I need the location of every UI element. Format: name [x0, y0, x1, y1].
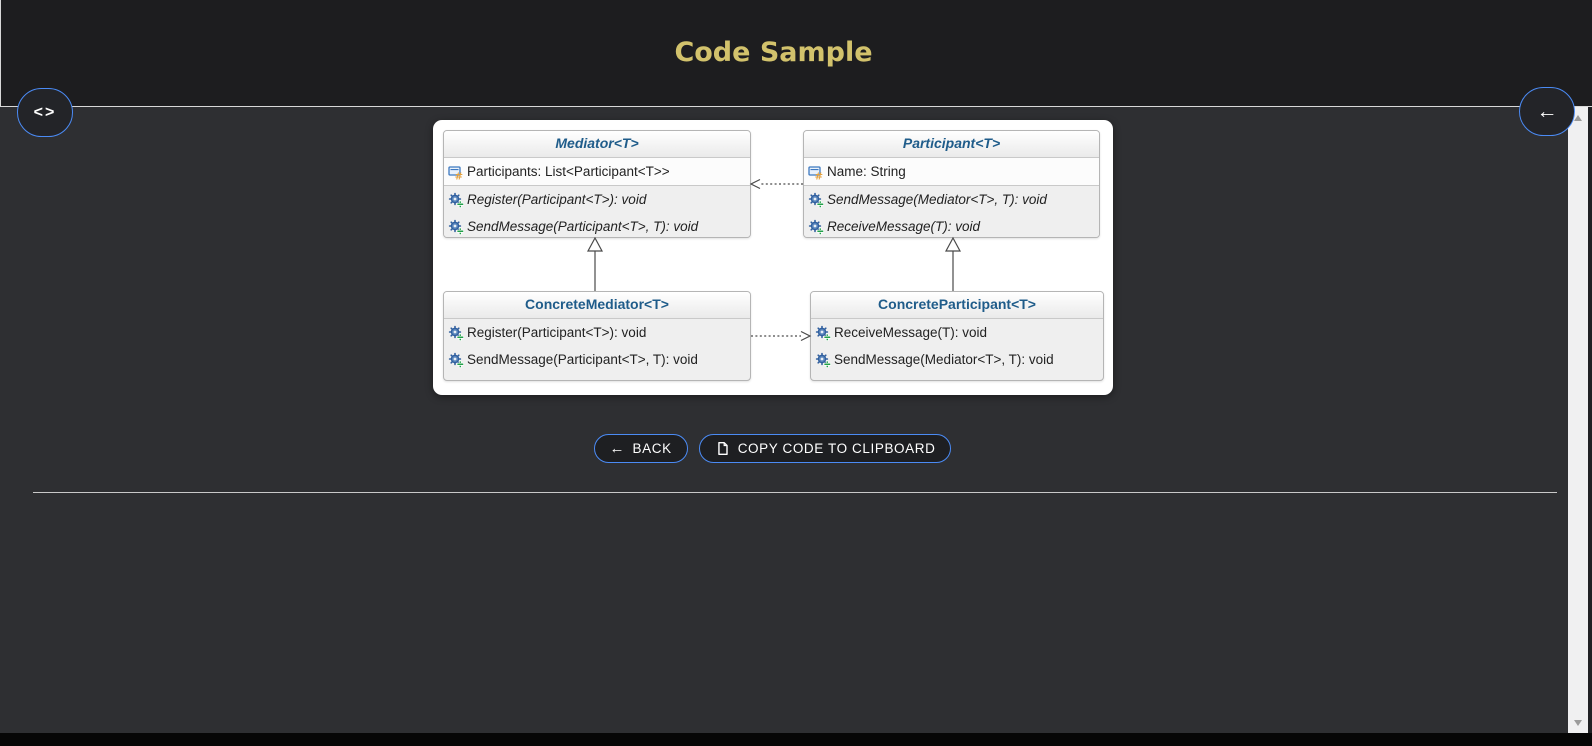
actions-row: ← BACK COPY CODE TO CLIPBOARD: [0, 434, 1545, 463]
scroll-up-button[interactable]: [1568, 109, 1588, 126]
code-toggle-fab[interactable]: <>: [17, 88, 73, 137]
method-icon: [808, 219, 824, 235]
inheritance-arrow: [944, 236, 962, 291]
method-text: ReceiveMessage(T): void: [827, 219, 981, 234]
scroll-up-icon: [1574, 114, 1582, 121]
method-icon: [448, 352, 464, 368]
class-box-participant: Participant<T> Name: String SendMessage(…: [803, 130, 1100, 238]
class-method: ReceiveMessage(T): void: [804, 213, 1099, 238]
class-method: SendMessage(Mediator<T>, T): void: [804, 186, 1099, 213]
scroll-down-button[interactable]: [1568, 714, 1588, 731]
class-field: Name: String: [804, 158, 1099, 185]
class-method: Register(Participant<T>): void: [444, 186, 750, 213]
field-text: Participants: List<Participant<T>>: [467, 164, 670, 179]
back-arrow-icon: ←: [609, 440, 625, 457]
field-icon: [808, 164, 824, 180]
class-name: Participant<T>: [804, 131, 1099, 158]
class-box-concretemediator: ConcreteMediator<T> Register(Participant…: [443, 291, 751, 381]
class-method: Register(Participant<T>): void: [444, 319, 750, 346]
scroll-down-icon: [1574, 719, 1582, 726]
method-icon: [808, 192, 824, 208]
method-icon: [815, 352, 831, 368]
copy-button-label: COPY CODE TO CLIPBOARD: [737, 441, 936, 456]
app-header: Code Sample: [0, 0, 1592, 107]
back-button[interactable]: ← BACK: [593, 434, 688, 463]
class-box-concreteparticipant: ConcreteParticipant<T> ReceiveMessage(T)…: [810, 291, 1104, 381]
method-icon: [448, 192, 464, 208]
method-icon: [815, 325, 831, 341]
back-button-label: BACK: [632, 441, 672, 456]
class-method: SendMessage(Mediator<T>, T): void: [811, 346, 1103, 373]
inheritance-arrow: [586, 236, 604, 291]
back-arrow-icon: ←: [1536, 99, 1558, 123]
class-name: ConcreteParticipant<T>: [811, 292, 1103, 319]
field-icon: [448, 164, 464, 180]
separator-line: [33, 492, 1557, 493]
method-icon: [448, 325, 464, 341]
back-fab[interactable]: ←: [1519, 87, 1575, 136]
uml-diagram-panel: Mediator<T> Participants: List<Participa…: [433, 120, 1113, 395]
page-title: Code Sample: [674, 37, 873, 68]
method-icon: [448, 219, 464, 235]
method-text: SendMessage(Participant<T>, T): void: [467, 219, 699, 234]
class-box-mediator: Mediator<T> Participants: List<Participa…: [443, 130, 751, 238]
code-icon: <>: [33, 103, 57, 121]
method-text: Register(Participant<T>): void: [467, 192, 647, 207]
dependency-arrow: [749, 178, 803, 190]
method-text: SendMessage(Participant<T>, T): void: [467, 352, 698, 367]
dependency-arrow: [751, 330, 812, 342]
method-text: Register(Participant<T>): void: [467, 325, 647, 340]
copy-icon: [715, 441, 730, 456]
field-text: Name: String: [827, 164, 906, 179]
class-method: SendMessage(Participant<T>, T): void: [444, 213, 750, 238]
bottom-bar: [0, 733, 1592, 746]
method-text: ReceiveMessage(T): void: [834, 325, 988, 340]
copy-code-button[interactable]: COPY CODE TO CLIPBOARD: [698, 434, 952, 463]
class-field: Participants: List<Participant<T>>: [444, 158, 750, 185]
class-name: ConcreteMediator<T>: [444, 292, 750, 319]
vertical-scrollbar[interactable]: [1568, 107, 1588, 733]
class-method: SendMessage(Participant<T>, T): void: [444, 346, 750, 373]
window-edge-strip: [1588, 107, 1592, 733]
method-text: SendMessage(Mediator<T>, T): void: [834, 352, 1054, 367]
class-name: Mediator<T>: [444, 131, 750, 158]
class-method: ReceiveMessage(T): void: [811, 319, 1103, 346]
method-text: SendMessage(Mediator<T>, T): void: [827, 192, 1047, 207]
